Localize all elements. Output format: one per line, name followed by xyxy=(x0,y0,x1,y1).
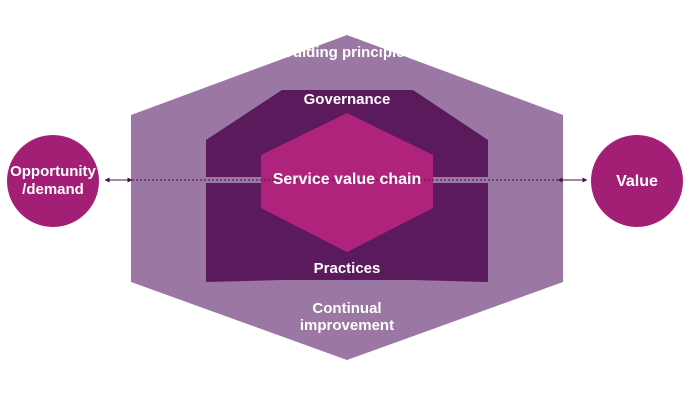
opportunity-demand-label-line2: /demand xyxy=(22,181,84,198)
value-label: Value xyxy=(616,173,658,190)
governance-label: Governance xyxy=(304,91,391,108)
guiding-principles-label: Guiding principles xyxy=(281,44,413,61)
continual-improvement-label-line1: Continual xyxy=(312,300,381,317)
service-value-chain-label: Service value chain xyxy=(273,171,422,188)
inner-hexagon xyxy=(261,113,433,252)
value-circle: Value xyxy=(591,135,683,227)
continual-improvement-label-line2: improvement xyxy=(300,317,394,334)
opportunity-demand-label-line1: Opportunity xyxy=(10,163,96,180)
opportunity-demand-circle: Opportunity /demand xyxy=(7,135,99,227)
practices-label: Practices xyxy=(314,260,381,277)
